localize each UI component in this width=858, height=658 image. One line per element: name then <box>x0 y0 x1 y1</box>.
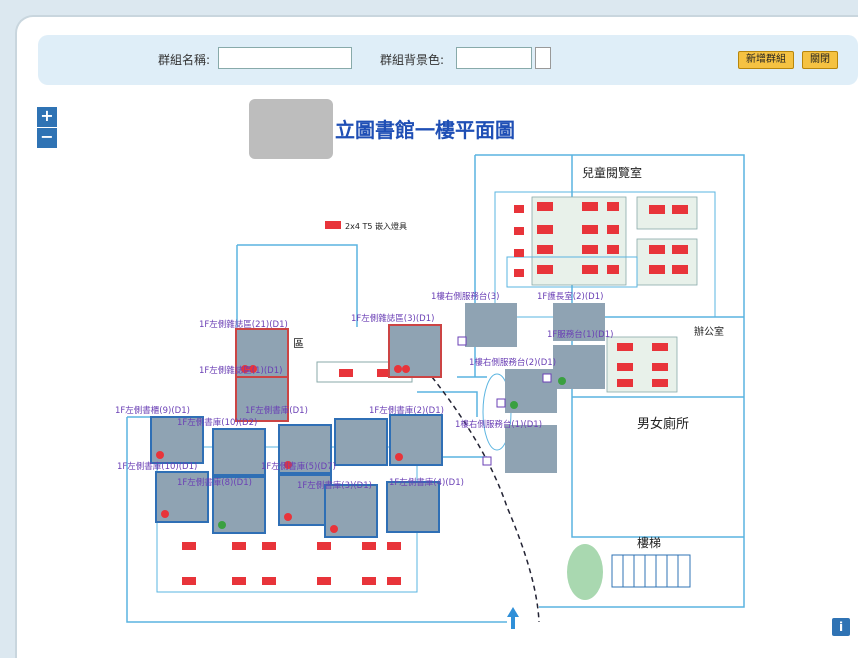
device-panels[interactable] <box>150 303 605 538</box>
device-label[interactable]: 1F左側書庫(3)(D1) <box>297 480 372 491</box>
info-button[interactable]: i <box>832 618 850 636</box>
redacted-block <box>249 99 333 159</box>
device-label[interactable]: 1F服務台(1)(D1) <box>547 329 613 340</box>
device-label[interactable]: 1F左側雜誌區(3)(D1) <box>351 313 434 324</box>
color-swatch[interactable] <box>535 47 551 69</box>
device-panel[interactable] <box>150 416 204 464</box>
device-panel[interactable] <box>212 476 266 534</box>
zoom-in-button[interactable]: + <box>37 107 57 127</box>
room-office: 辦公室 <box>694 325 724 338</box>
group-name-input[interactable] <box>218 47 352 69</box>
device-panel[interactable] <box>278 424 332 474</box>
device-panel[interactable] <box>278 474 332 526</box>
device-label[interactable]: 1樓右側服務台(3) <box>431 291 499 302</box>
stairs-icon <box>611 554 691 588</box>
office-fixtures <box>617 343 668 387</box>
device-panel[interactable] <box>324 484 378 538</box>
entrance-arrow-icon <box>507 607 519 629</box>
marker-square[interactable] <box>542 373 552 383</box>
room-stairs: 樓梯 <box>637 535 661 550</box>
device-panel[interactable] <box>212 428 266 476</box>
device-label-group: 1F左側雜誌區(21)(D1) 1F左側雜誌區(1)(D1) 1F左側雜誌區(3… <box>115 291 613 491</box>
legend-swatch <box>325 221 341 229</box>
device-panel[interactable] <box>334 418 388 466</box>
device-label[interactable]: 1F左側書庫(10)(D1) <box>117 461 197 472</box>
new-group-button[interactable]: 新增群組 <box>738 51 794 69</box>
device-label[interactable]: 1F左側書庫(4)(D1) <box>389 477 464 488</box>
marker-square[interactable] <box>496 398 506 408</box>
device-label[interactable]: 1F左側雜誌區(21)(D1) <box>199 319 288 330</box>
map-frame: 群組名稱: 群組背景色: 新增群組 關閉 + − 立圖書館一樓平面圖 <box>15 15 858 658</box>
close-button[interactable]: 關閉 <box>802 51 838 69</box>
device-panel[interactable] <box>235 328 289 378</box>
marker-square[interactable] <box>482 456 492 466</box>
marker-square[interactable] <box>457 336 467 346</box>
device-panel[interactable] <box>386 481 440 533</box>
zoom-out-button[interactable]: − <box>37 128 57 148</box>
device-panel[interactable] <box>553 345 605 389</box>
device-label[interactable]: 1F左側書庫(2)(D1) <box>369 405 444 416</box>
room-restroom: 男女廁所 <box>637 416 689 432</box>
device-panel[interactable] <box>389 414 443 466</box>
room-children: 兒童閱覽室 <box>582 165 642 180</box>
children-room-fixtures: 兒童閱覽室 <box>494 165 716 318</box>
device-label[interactable]: 1F左側書庫(8)(D1) <box>177 477 252 488</box>
device-label[interactable]: 1F護長室(2)(D1) <box>537 291 603 302</box>
device-label[interactable]: 1F左側書庫(D1) <box>245 405 308 416</box>
legend-text: 2x4 T5 嵌入燈具 <box>345 221 407 231</box>
device-label[interactable]: 1F左側雜誌區(1)(D1) <box>199 365 282 376</box>
marker-group <box>457 336 552 466</box>
room-partial: 區 <box>293 337 304 350</box>
device-panel[interactable] <box>553 303 605 341</box>
device-label[interactable]: 1樓右側服務台(1)(D1) <box>455 419 542 430</box>
device-panel[interactable] <box>505 425 557 473</box>
group-color-label: 群組背景色: <box>380 53 445 67</box>
group-color-input[interactable] <box>456 47 532 69</box>
floor-plan-map[interactable]: 立圖書館一樓平面圖 兒童閱覽室 <box>17 17 858 658</box>
plant-circle <box>567 544 603 600</box>
device-label[interactable]: 1F左側書庫(10)(D2) <box>177 417 257 428</box>
map-title: 立圖書館一樓平面圖 <box>335 118 515 142</box>
device-panel[interactable] <box>235 376 289 422</box>
group-name-label: 群組名稱: <box>158 53 211 67</box>
walking-path <box>431 376 540 623</box>
device-panel[interactable] <box>465 303 517 347</box>
device-label[interactable]: 1樓右側服務台(2)(D1) <box>469 357 556 368</box>
device-panel[interactable] <box>388 324 442 378</box>
group-toolbar: 群組名稱: 群組背景色: 新增群組 關閉 <box>38 35 858 85</box>
device-label[interactable]: 1F左側書櫃(9)(D1) <box>115 405 190 416</box>
device-label[interactable]: 1F左側書庫(5)(D7) <box>261 461 336 472</box>
device-panel[interactable] <box>155 471 209 523</box>
